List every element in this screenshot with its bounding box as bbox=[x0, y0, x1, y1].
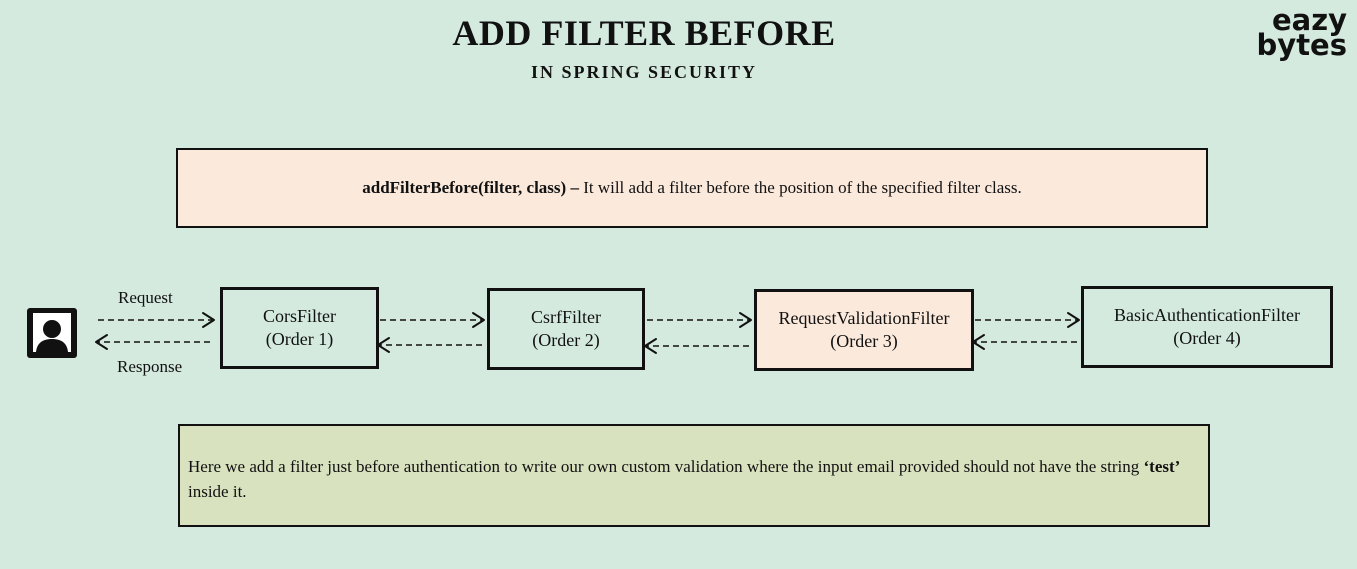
definition-method: addFilterBefore(filter, class) – bbox=[362, 178, 579, 197]
filter-box-csrf: CsrfFilter (Order 2) bbox=[487, 288, 645, 370]
note-box: Here we add a filter just before authent… bbox=[178, 424, 1210, 527]
note-text: Here we add a filter just before authent… bbox=[188, 457, 1144, 476]
note-emphasis: ‘test’ bbox=[1143, 457, 1181, 476]
filter-box-cors: CorsFilter (Order 1) bbox=[220, 287, 379, 369]
page-subtitle: IN SPRING SECURITY bbox=[530, 62, 758, 82]
filter-order: (Order 2) bbox=[532, 330, 600, 350]
request-arrowhead-2 bbox=[472, 312, 485, 328]
eazybytes-logo: eazy bytes bbox=[1256, 3, 1347, 62]
filter-order: (Order 4) bbox=[1173, 328, 1241, 348]
filter-name: BasicAuthenticationFilter bbox=[1114, 305, 1300, 325]
logo-line-1: eazy bbox=[1271, 3, 1347, 37]
filter-order: (Order 3) bbox=[830, 331, 898, 351]
filter-name: CsrfFilter bbox=[531, 307, 601, 327]
definition-box: addFilterBefore(filter, class) – It will… bbox=[176, 148, 1208, 228]
response-label: Response bbox=[117, 357, 183, 376]
filter-name: CorsFilter bbox=[262, 306, 336, 326]
logo-line-2: bytes bbox=[1256, 28, 1347, 62]
definition-text: It will add a filter before the position… bbox=[578, 178, 1022, 197]
response-arrowhead-1 bbox=[95, 334, 108, 350]
request-arrowhead-1 bbox=[202, 312, 215, 328]
filter-box-basic-authentication: BasicAuthenticationFilter (Order 4) bbox=[1081, 286, 1333, 368]
note-text-end: inside it. bbox=[188, 482, 247, 501]
user-icon bbox=[27, 308, 77, 363]
response-arrowhead-3 bbox=[644, 338, 657, 354]
filter-box-request-validation: RequestValidationFilter (Order 3) bbox=[754, 289, 974, 371]
request-arrowhead-4 bbox=[1067, 312, 1080, 328]
filter-name: RequestValidationFilter bbox=[778, 308, 950, 328]
filter-order: (Order 1) bbox=[265, 329, 334, 349]
request-arrowhead-3 bbox=[739, 312, 752, 328]
request-label: Request bbox=[118, 288, 173, 307]
page-title: ADD FILTER BEFORE bbox=[452, 13, 836, 53]
